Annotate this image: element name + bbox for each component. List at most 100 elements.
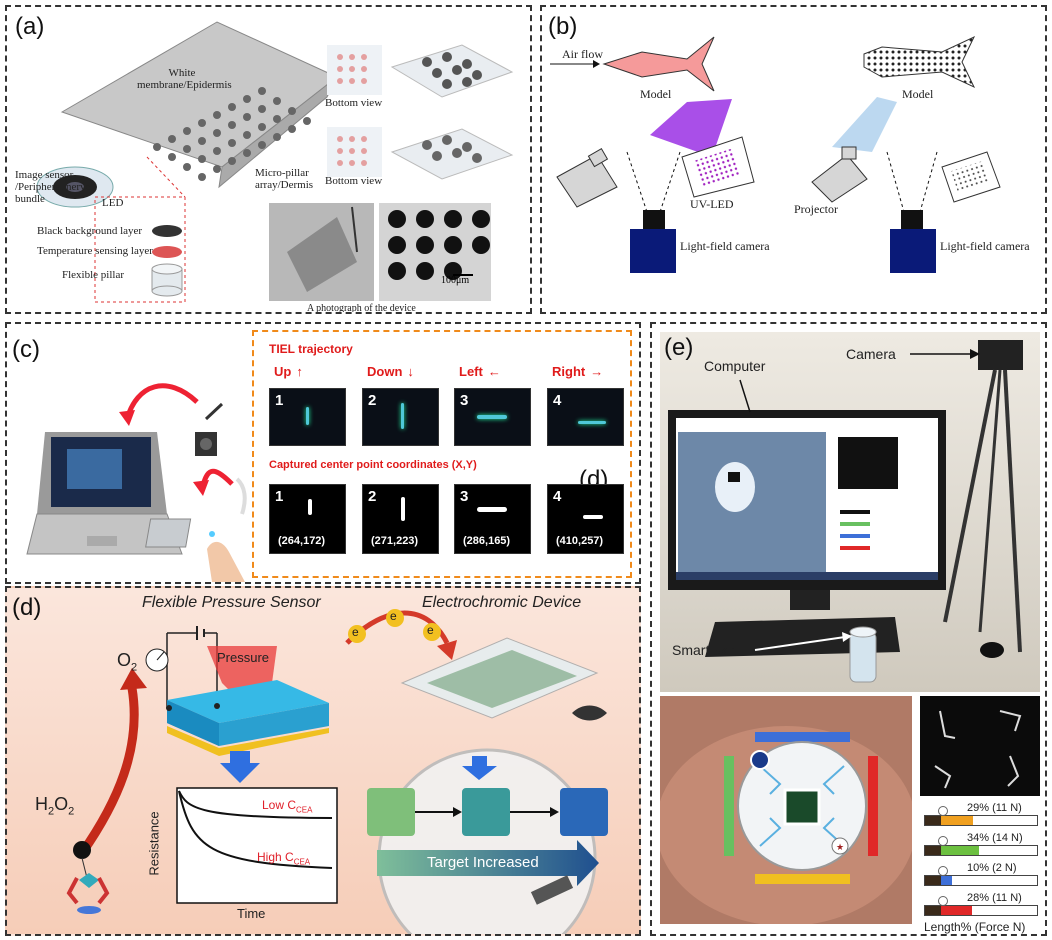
bars-legend: Length% (Force N) [924,920,1026,934]
trajectory-image-2: 3 [454,388,531,446]
force-bar-knob [938,836,948,846]
force-bar-fill-1 [940,846,979,855]
direction-label-0: Up↑ [274,364,303,379]
electron-2: e [390,609,397,623]
svg-text:★: ★ [836,842,844,852]
camera-label: Camera [846,346,896,362]
panel-d: (d) Flexible Pressure Sensor Electrochro… [5,586,641,936]
trajectory-streak [578,421,606,424]
camera-right-label: Light-field camera [940,239,1030,253]
force-bar-track-2 [924,875,1038,886]
air-flow-label: Air flow [562,47,603,61]
trajectory-image-0: 1 [269,388,346,446]
h2o2-label: H2O2 [35,794,75,818]
tile-index: 1 [275,488,284,505]
panel-c-label: (c) [12,336,40,363]
projector-label: Projector [794,202,838,216]
model-right-label: Model [902,87,934,101]
center-blob [477,507,507,512]
target-increased-label: Target Increased [427,854,539,871]
direction-label-1: Down↓ [367,364,414,379]
panel-d-label: (d) [12,594,42,621]
panel-b-label: (b) [548,13,578,40]
low-cea-label: Low CCEA [262,798,313,815]
smart-skin-label: Smart skin [672,642,739,658]
uv-led-label: UV-LED [690,197,734,211]
tile-index: 2 [368,392,377,409]
tile-index: 3 [460,488,469,505]
electron-3: e [427,623,434,637]
resistance-axis-label: Resistance [146,811,162,876]
coordinate-value: (286,165) [463,535,511,547]
photo-caption: A photograph of the device [307,303,416,314]
pressure-label: Pressure [217,650,270,665]
tile-index: 4 [553,392,562,409]
scale-label: 100μm [441,275,470,286]
force-bar-value-1: 34% (14 N) [967,832,1023,844]
model-left-label: Model [640,87,672,101]
high-cea-label: High CCEA [257,850,311,867]
force-bar-base [925,816,941,825]
panel-d-illustration [66,609,608,934]
coordinate-image-3: 4(410,257) [547,484,624,554]
force-bar-value-0: 29% (11 N) [967,802,1022,814]
flex-sensor-title: Flexible Pressure Sensor [142,594,321,611]
force-bar-base [925,876,941,885]
center-blob [401,497,405,521]
coordinate-value: (264,172) [278,535,326,547]
coordinate-image-2: 3 (286,165) [454,484,531,554]
panel-a-label: (a) [15,13,45,40]
camera-left-label: Light-field camera [680,239,770,253]
bottom-view-label-1: Bottom view [325,97,383,109]
electrochromic-title: Electrochromic Device [422,594,582,611]
electron-1: e [352,625,359,639]
trajectory-streak [306,407,309,425]
tile-index: 3 [460,392,469,409]
bottom-view-label-2: Bottom view [325,175,383,187]
center-blob [308,499,312,515]
force-bar-fill-3 [940,906,973,915]
temp-layer-label: Temperature sensing layer [37,245,153,257]
trajectory-traces [934,710,1022,789]
trajectory-streak [477,415,507,419]
trajectory-streak [401,403,404,429]
black-bg-label: Black background layer [37,225,143,237]
setup-photo: Computer Camera Smart skin [660,332,1040,692]
panel-c-illustration [26,383,247,582]
direction-label-2: Left← [459,364,501,379]
trajectory-image-3: 4 [547,388,624,446]
tile-index: 2 [368,488,377,505]
computer-label: Computer [704,358,766,374]
coordinate-image-0: 1 (264,172) [269,484,346,554]
tile-index: 1 [275,392,284,409]
force-bar-track-3 [924,905,1038,916]
force-bar-fill-0 [940,816,974,825]
force-bar-base [925,846,941,855]
force-bar-track-0 [924,815,1038,826]
micro-pillar-label: Micro-pillar array/Dermis [255,167,314,191]
force-bar-base [925,906,941,915]
force-bar-knob [938,896,948,906]
image-sensor-label: Image sensor /Peripheral nerve bundle [15,169,91,205]
panel-a: (a) [5,5,532,314]
trajectory-image [920,696,1040,796]
hand-photo-drawing: ★ [660,726,912,924]
membrane-label: White membrane/Epidermis [137,67,232,91]
force-bar-knob [938,866,948,876]
panel-b-illustration [550,35,1001,273]
force-bar-track-1 [924,845,1038,856]
force-bar-value-2: 10% (2 N) [967,862,1017,874]
trajectory-image-1: 2 [362,388,439,446]
hand-photo: ★ [660,696,912,924]
time-axis-label: Time [237,906,266,921]
coordinate-value: (410,257) [556,535,604,547]
led-label: LED [102,197,124,209]
panel-b: (b) Air flow Model Mod [540,5,1047,314]
panel-a-illustration [36,21,514,303]
coordinate-image-1: 2 (271,223) [362,484,439,554]
coordinates-title: Captured center point coordinates (X,Y) [269,459,477,471]
coordinate-value: (271,223) [371,535,419,547]
panel-c: (c) TIEL trajectory Captured center poin… [5,322,641,584]
force-bar-value-3: 28% (11 N) [967,892,1022,904]
force-bar-knob [938,806,948,816]
